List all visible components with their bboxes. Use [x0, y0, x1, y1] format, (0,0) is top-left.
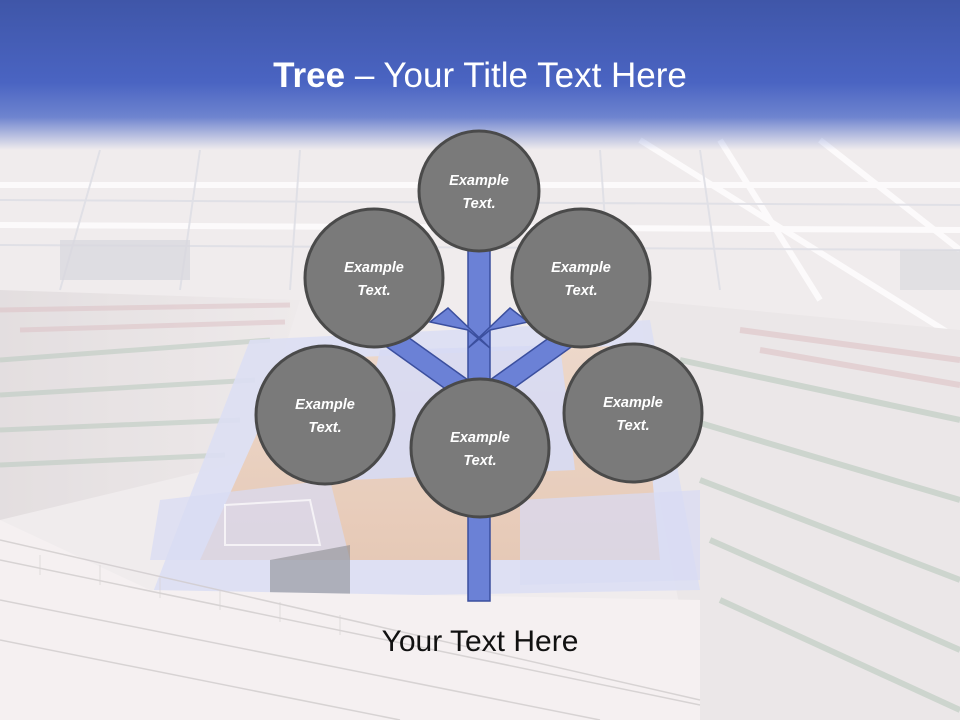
- node-circle: [409, 377, 551, 519]
- title-bold: Tree: [273, 56, 346, 95]
- tree-nodes: ExampleText.ExampleText.ExampleText.Exam…: [254, 129, 704, 519]
- node-label-line-1: Example: [551, 260, 611, 276]
- node-label-line-1: Example: [295, 397, 355, 413]
- node-circle: [303, 207, 445, 349]
- node-label-line-1: Example: [603, 395, 663, 411]
- node-label-line-2: Text.: [462, 196, 495, 212]
- node-label-line-2: Text.: [308, 420, 341, 436]
- node-label-line-1: Example: [344, 260, 404, 276]
- right-stands: [640, 300, 960, 720]
- branch-upper-left: [428, 307, 491, 349]
- lower-stands: [0, 520, 701, 720]
- node-circle: [417, 129, 541, 253]
- scoreboard-left: [60, 240, 190, 280]
- node-label-line-2: Text.: [616, 418, 649, 434]
- title-rest: Your Title Text Here: [383, 56, 687, 95]
- branch-upper-right: [467, 307, 530, 349]
- node-label-line-1: Example: [449, 173, 509, 189]
- caption-text: Your Text Here: [381, 625, 579, 658]
- node-label-line-2: Text.: [564, 283, 597, 299]
- node-circle: [562, 342, 704, 484]
- node-circle: [510, 207, 652, 349]
- node-label-line-2: Text.: [463, 453, 496, 469]
- node-label-line-1: Example: [450, 430, 510, 446]
- title-dash: –: [345, 56, 384, 95]
- node-circle: [254, 344, 396, 486]
- slide-title: Tree – Your Title Text Here: [0, 54, 960, 98]
- scoreboard-right: [900, 250, 960, 290]
- title-bar: [0, 0, 960, 150]
- node-label-line-2: Text.: [357, 283, 390, 299]
